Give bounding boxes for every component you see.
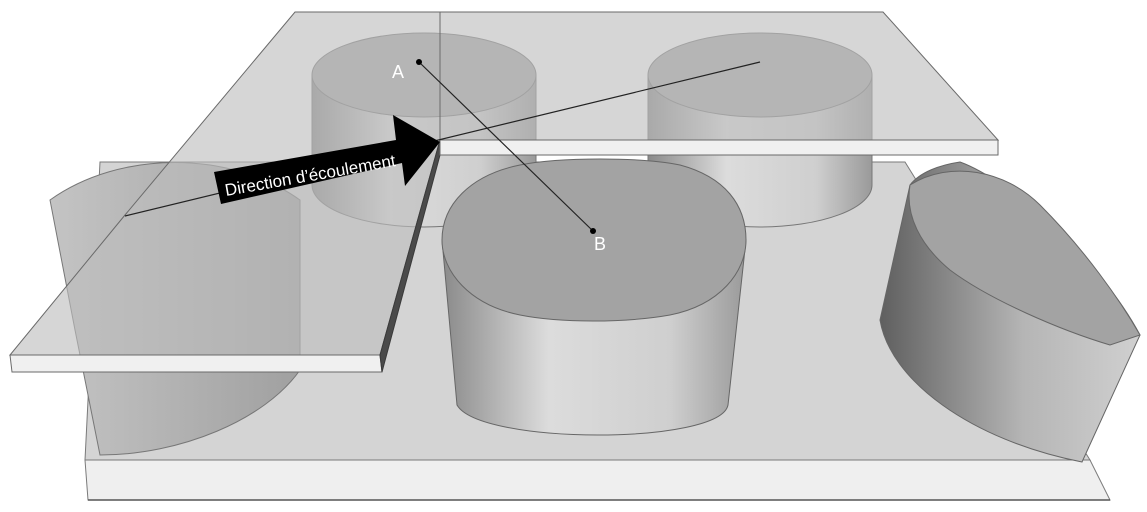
top-plate-right [439,11,1000,141]
half-cylinder-right [879,161,1141,463]
a-b-connector [418,61,594,232]
top-plate-right-edge [439,139,999,156]
point-a-marker [416,59,422,65]
cylinder-front [441,158,747,436]
bottom-plate-edge [84,459,1111,501]
point-b-marker [590,228,596,234]
point-a-label: A [392,62,404,82]
point-b-label: B [594,234,606,254]
top-plate-left-edge [9,354,383,373]
flow-arrow [214,115,440,204]
